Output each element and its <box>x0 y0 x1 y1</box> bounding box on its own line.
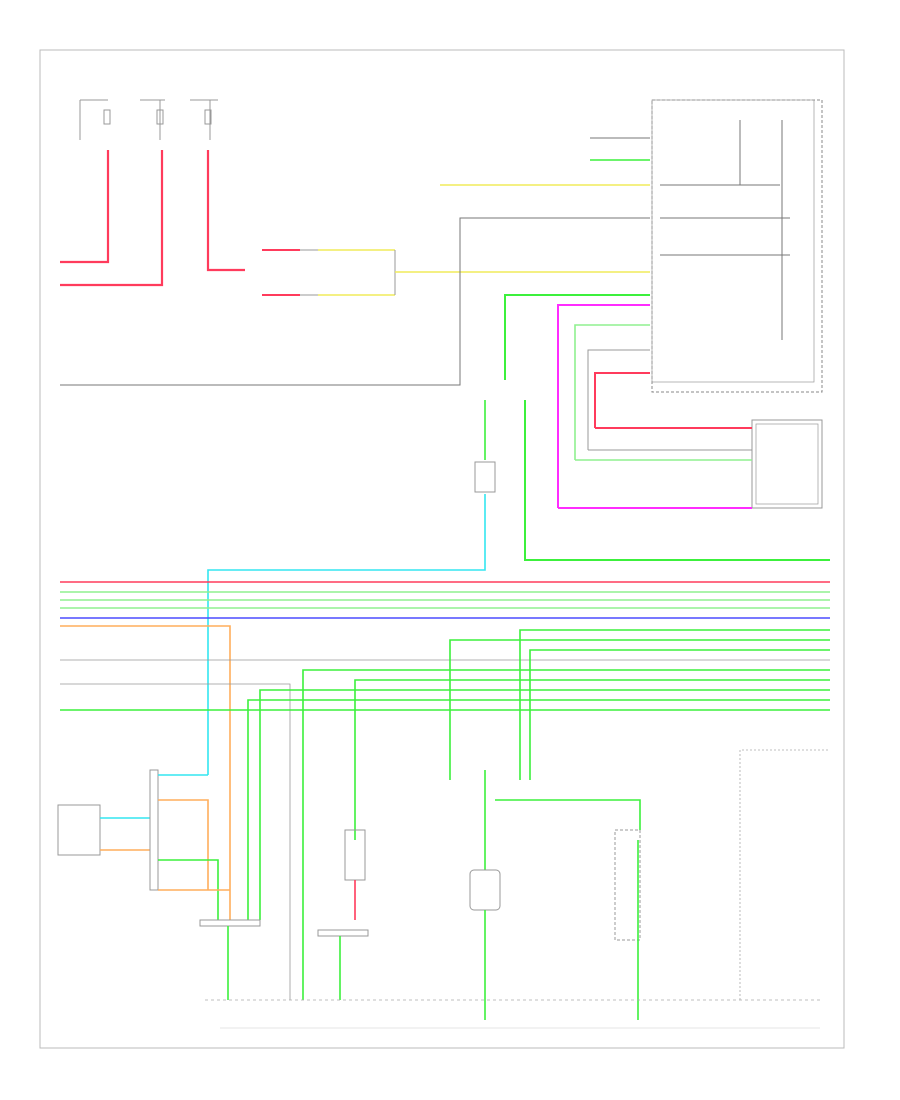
wire-red-3 <box>206 150 245 272</box>
combination-meter-box <box>590 99 823 393</box>
relay-connector <box>207 400 496 775</box>
fuse-3-icon <box>204 109 212 125</box>
wire-cyan <box>207 494 486 775</box>
light-switch-group <box>262 184 650 296</box>
wire-green-right <box>524 400 830 561</box>
light-control-sensor-box <box>558 419 823 509</box>
fuse-2-icon <box>156 109 164 125</box>
fuse-1-icon <box>103 109 111 125</box>
wire-red-meter <box>594 372 650 428</box>
wire-red-2 <box>60 150 164 287</box>
headlight-left-group <box>57 769 261 1000</box>
wire-gray-ground <box>60 217 650 386</box>
wire-green-meter <box>504 294 650 380</box>
headlight-right-group <box>317 770 641 1020</box>
harness-lines <box>60 581 830 1000</box>
fuse-feed-group <box>60 99 245 287</box>
diagram-frame <box>39 49 845 1049</box>
wire-magenta-meter <box>557 304 650 508</box>
wire-red-1 <box>60 150 110 264</box>
